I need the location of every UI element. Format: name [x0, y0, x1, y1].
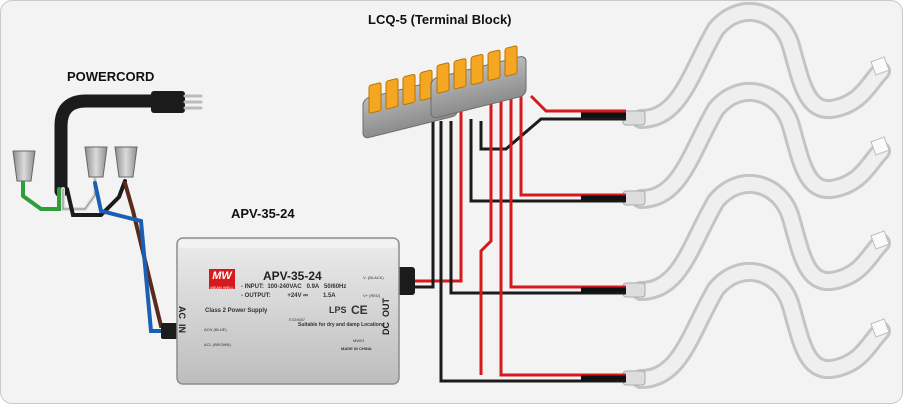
psu-model-label: APV-35-24: [231, 206, 295, 221]
dc-input-wires: [411, 111, 463, 289]
psu-mw-code: MW01: [353, 338, 365, 343]
terminal-block-label: LCQ-5 (Terminal Block): [368, 12, 512, 27]
meanwell-logo: [209, 269, 235, 289]
output-wires: [439, 89, 626, 383]
led-strip-1: [622, 2, 891, 129]
powercord-label: POWERCORD: [67, 69, 155, 84]
psu-acn: ACN (BLUE): [204, 327, 227, 332]
terminal-block: [362, 45, 527, 139]
psu-ac-in: AC IN: [177, 306, 187, 333]
psu-dc-out: DC OUT: [381, 298, 391, 335]
psu-lps: LPS: [329, 305, 347, 315]
psu-input-line: - INPUT: 100-240VAC 0.9A 50/60Hz: [241, 284, 347, 290]
psu-output-line: - OUTPUT: +24V ⎓ 1.5A: [241, 293, 336, 299]
wire-jackets: [581, 112, 626, 381]
psu-e-code: E334687: [289, 317, 306, 322]
psu-made-in: MADE IN CHINA: [341, 346, 372, 351]
led-strip-4: [622, 262, 891, 389]
led-strip-3: [622, 174, 891, 301]
led-strip-2: [622, 82, 891, 209]
wire-nut-icon: [12, 146, 138, 182]
plug-icon: [151, 91, 185, 113]
power-supply: [161, 237, 415, 385]
psu-class-line: Class 2 Power Supply: [205, 308, 268, 314]
psu-acl: ACL (BROWN): [204, 342, 231, 347]
psu-v-minus: V- (BLACK): [363, 275, 384, 280]
meanwell-brand: MW: [212, 270, 232, 282]
psu-suitable: Suitable for dry and damp Locations: [298, 322, 385, 328]
power-cord: [21, 91, 203, 333]
meanwell-sub: MEAN WELL: [210, 285, 234, 290]
psu-face-model: APV-35-24: [263, 269, 322, 283]
psu-v-plus: V+ (RED): [363, 293, 381, 298]
psu-ce: CE: [351, 303, 368, 317]
